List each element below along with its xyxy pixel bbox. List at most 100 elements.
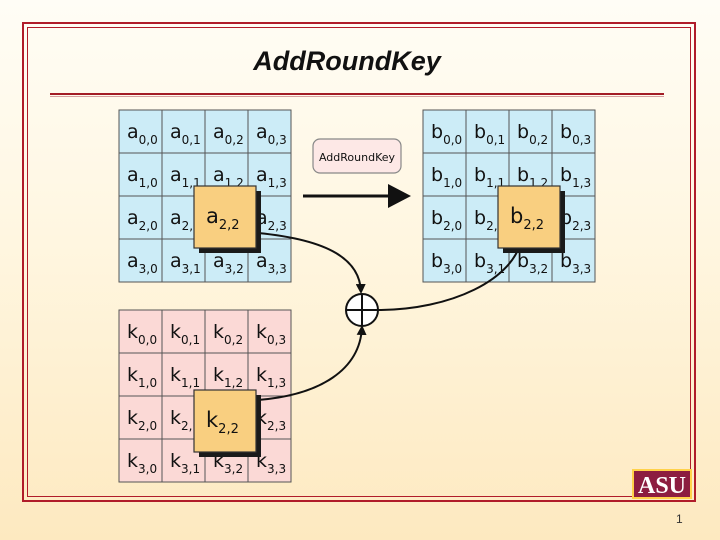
cell-subscript: 0,1 [181, 333, 200, 347]
cell-letter: a [170, 250, 182, 272]
cell-subscript: 2,0 [139, 219, 158, 233]
matrix-cell: a0,3 [247, 109, 292, 154]
highlight-letter: k [206, 408, 219, 432]
cell-letter: a [213, 164, 225, 186]
cell-letter: k [213, 321, 224, 343]
a-to-xor-connector [257, 232, 366, 294]
cell-subscript: 3,2 [224, 462, 243, 476]
cell-subscript: 0,0 [139, 133, 158, 147]
cell-label: a1,0 [127, 164, 158, 190]
highlight-subscript: 2,2 [523, 218, 544, 233]
cell-letter: b [517, 250, 529, 272]
cell-letter: k [256, 450, 267, 472]
cell-letter: a [127, 207, 139, 229]
cell-subscript: 3,3 [267, 462, 286, 476]
matrix-cell: a0,2 [204, 109, 249, 154]
cell-label: k1,2 [213, 364, 243, 390]
cell-label: k0,0 [127, 321, 157, 347]
cell-label: k0,2 [213, 321, 243, 347]
matrix-cell: k0,3 [247, 309, 292, 354]
cell-letter: k [170, 407, 181, 429]
cell-label: k1,1 [170, 364, 200, 390]
cell-letter: a [256, 121, 268, 143]
cell-letter: b [431, 164, 443, 186]
matrix-cell: k0,2 [204, 309, 249, 354]
cell-label: k0,1 [170, 321, 200, 347]
cell-letter: a [127, 121, 139, 143]
cell-letter: k [170, 450, 181, 472]
matrix-cell: a3,0 [118, 238, 163, 283]
cell-subscript: 3,1 [182, 262, 201, 276]
cell-letter: a [213, 121, 225, 143]
title-underline-shadow [50, 96, 664, 97]
highlight-label: a2,2 [206, 204, 240, 233]
highlight-subscript: 2,2 [219, 218, 240, 233]
cell-subscript: 2,0 [138, 419, 157, 433]
cell-letter: a [256, 250, 268, 272]
slide-frame-inner [27, 27, 691, 497]
matrix-cell: b0,1 [465, 109, 510, 154]
cell-letter: b [560, 164, 572, 186]
cell-subscript: 0,3 [268, 133, 287, 147]
cell-subscript: 2,3 [267, 419, 286, 433]
cell-letter: b [517, 164, 529, 186]
cell-subscript: 1,2 [224, 376, 243, 390]
cell-subscript: 1,3 [267, 376, 286, 390]
asu-logo: ASU [632, 469, 692, 499]
cell-label: a1,3 [256, 164, 287, 190]
page-number: 1 [676, 512, 683, 526]
cell-subscript: 0,0 [443, 133, 462, 147]
cell-subscript: 1,0 [138, 376, 157, 390]
cell-subscript: 1,1 [181, 376, 200, 390]
cell-letter: a [170, 164, 182, 186]
cell-label: b0,2 [517, 121, 548, 147]
matrix-cell: b3,0 [422, 238, 467, 283]
cell-letter: k [256, 364, 267, 386]
cell-label: a3,3 [256, 250, 287, 276]
cell-subscript: 2,3 [268, 219, 287, 233]
matrix-cell: k0,1 [161, 309, 206, 354]
cell-letter: b [474, 164, 486, 186]
asu-logo-text: ASU [638, 473, 686, 499]
cell-letter: b [560, 250, 572, 272]
cell-letter: b [474, 207, 486, 229]
cell-subscript: 3,0 [443, 262, 462, 276]
cell-subscript: 1,3 [268, 176, 287, 190]
cell-subscript: 0,3 [267, 333, 286, 347]
cell-label: a0,0 [127, 121, 158, 147]
matrix-cell: b2,0 [422, 195, 467, 240]
cell-letter: b [431, 207, 443, 229]
cell-label: k3,2 [213, 450, 243, 476]
matrix-cell: b3,3 [551, 238, 596, 283]
cell-letter: b [431, 250, 443, 272]
cell-letter: k [127, 364, 138, 386]
cell-label: a2,3 [256, 207, 287, 233]
cell-subscript: 3,1 [486, 262, 505, 276]
cell-label: b2,0 [431, 207, 462, 233]
cell-subscript: 1,3 [572, 176, 591, 190]
cell-label: k2,3 [256, 407, 286, 433]
cell-subscript: 1,0 [443, 176, 462, 190]
cell-letter: b [560, 121, 572, 143]
cell-letter: b [431, 121, 443, 143]
highlight-letter: a [206, 204, 219, 228]
highlight-subscript: 2,2 [218, 422, 239, 437]
cell-label: a3,0 [127, 250, 158, 276]
xor-icon [345, 293, 379, 327]
cell-subscript: 0,2 [529, 133, 548, 147]
cell-subscript: 3,2 [529, 262, 548, 276]
slide-title: AddRoundKey [253, 46, 441, 76]
slide-frame-outer [22, 22, 696, 502]
cell-letter: a [213, 250, 225, 272]
cell-label: b1,0 [431, 164, 462, 190]
cell-subscript: 2,0 [443, 219, 462, 233]
cell-subscript: 0,2 [224, 333, 243, 347]
matrix-cell: a0,1 [161, 109, 206, 154]
matrix-cell: b1,0 [422, 152, 467, 197]
cell-subscript: 0,1 [486, 133, 505, 147]
cell-label: k2,0 [127, 407, 157, 433]
highlight-cell-a22: a2,2 [193, 185, 261, 253]
cell-label: k3,0 [127, 450, 157, 476]
cell-label: b3,2 [517, 250, 548, 276]
